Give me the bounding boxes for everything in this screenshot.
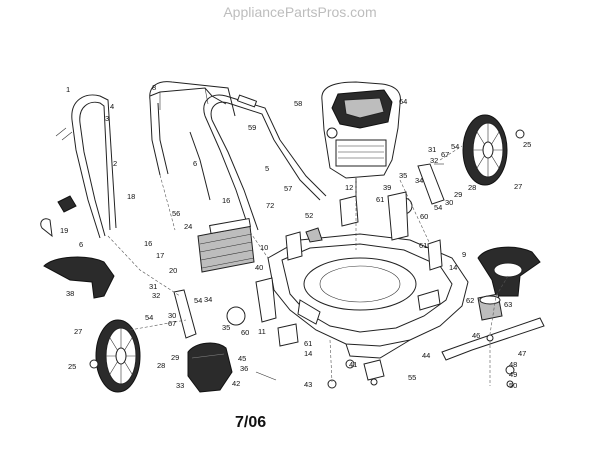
callout-60b: 60: [241, 328, 249, 337]
callout-54b: 54: [434, 203, 442, 212]
callout-59: 59: [248, 123, 256, 132]
hardware: [40, 129, 525, 389]
callout-58: 58: [294, 99, 302, 108]
callout-34a: 34: [415, 176, 423, 185]
callout-61c: 61: [304, 339, 312, 348]
callout-41: 41: [349, 360, 357, 369]
callout-62: 62: [466, 296, 474, 305]
rear-door[interactable]: [197, 218, 255, 273]
callout-55: 55: [408, 373, 416, 382]
callout-35a: 35: [399, 171, 407, 180]
callout-31a: 31: [428, 145, 436, 154]
callout-11: 11: [258, 327, 266, 336]
callout-27b: 27: [74, 327, 82, 336]
callout-67a: 67: [441, 150, 449, 159]
callout-25b: 25: [68, 362, 76, 371]
callout-38: 38: [66, 289, 74, 298]
callout-6a: 6: [193, 159, 197, 168]
blade[interactable]: [441, 317, 545, 361]
callout-4: 4: [110, 102, 114, 111]
callout-35b: 35: [222, 323, 230, 332]
callout-54d: 54: [194, 296, 202, 305]
callout-34b: 34: [204, 295, 212, 304]
callout-32b: 32: [152, 291, 160, 300]
callout-30a: 30: [445, 198, 453, 207]
callout-31b: 31: [149, 282, 157, 291]
callout-39: 39: [383, 183, 391, 192]
callout-labels: 1 2 3 4 5 6 6 8 10 11 12 14 14 16 16 17 …: [60, 83, 531, 390]
callout-33: 33: [176, 381, 184, 390]
callout-57: 57: [284, 184, 292, 193]
lower-handle[interactable]: [55, 94, 117, 239]
callout-3: 3: [105, 114, 109, 123]
assembly-lines: [107, 145, 509, 386]
callout-29a: 29: [454, 190, 462, 199]
callout-45: 45: [238, 354, 246, 363]
date-code: 7/06: [235, 414, 267, 431]
callout-17: 17: [156, 251, 164, 260]
upper-handle[interactable]: [149, 81, 236, 201]
engine[interactable]: [321, 81, 401, 220]
callout-44: 44: [422, 351, 430, 360]
callout-40: 40: [255, 263, 263, 272]
callout-29b: 29: [171, 353, 179, 362]
callout-61b: 61: [419, 241, 427, 250]
callout-61a: 61: [376, 195, 384, 204]
callout-72: 72: [266, 201, 274, 210]
callout-47: 47: [518, 349, 526, 358]
callout-56: 56: [172, 209, 180, 218]
callout-27a: 27: [514, 182, 522, 191]
callout-14b: 14: [449, 263, 457, 272]
callout-64: 64: [399, 97, 407, 106]
wheel-rear-right[interactable]: [462, 114, 508, 186]
callout-32a: 32: [430, 156, 438, 165]
callout-30b: 30: [168, 311, 176, 320]
callout-16a: 16: [222, 196, 230, 205]
callout-5: 5: [265, 164, 269, 173]
callout-28a: 28: [468, 183, 476, 192]
callout-28b: 28: [157, 361, 165, 370]
callout-52: 52: [305, 211, 313, 220]
callout-36: 36: [240, 364, 248, 373]
callout-8: 8: [152, 83, 156, 92]
callout-1: 1: [66, 85, 70, 94]
height-adjuster-left[interactable]: [173, 277, 277, 339]
callout-24: 24: [184, 222, 192, 231]
callout-19: 19: [60, 226, 68, 235]
callout-20: 20: [169, 266, 177, 275]
callout-14a: 14: [304, 349, 312, 358]
callout-25a: 25: [523, 140, 531, 149]
mulch-plug[interactable]: [43, 256, 115, 299]
handle-bail[interactable]: [149, 87, 227, 110]
watermark: AppliancePartsPros.com: [223, 4, 377, 20]
callout-6b: 6: [79, 240, 83, 249]
callout-50: 50: [509, 381, 517, 390]
callout-60a: 60: [420, 212, 428, 221]
callout-2: 2: [113, 159, 117, 168]
callout-16b: 16: [144, 239, 152, 248]
blade-stiffener[interactable]: [477, 293, 503, 321]
callout-46: 46: [472, 331, 480, 340]
callout-43: 43: [304, 380, 312, 389]
callout-10: 10: [260, 243, 268, 252]
wheel-front-left[interactable]: [95, 319, 141, 393]
callout-63: 63: [504, 300, 512, 309]
callout-48: 48: [509, 360, 517, 369]
callout-18: 18: [127, 192, 135, 201]
callout-42: 42: [232, 379, 240, 388]
callout-49: 49: [509, 370, 517, 379]
callout-54c: 54: [145, 313, 153, 322]
height-adjuster-right[interactable]: [387, 163, 445, 271]
callout-9: 9: [462, 250, 466, 259]
callout-54a: 54: [451, 142, 459, 151]
discharge-chute[interactable]: [187, 342, 233, 393]
lower-handle-right[interactable]: [203, 94, 327, 233]
blade-adapter[interactable]: [477, 246, 541, 297]
callout-67b: 67: [168, 319, 176, 328]
callout-12: 12: [345, 183, 353, 192]
mower-deck[interactable]: [267, 233, 469, 359]
